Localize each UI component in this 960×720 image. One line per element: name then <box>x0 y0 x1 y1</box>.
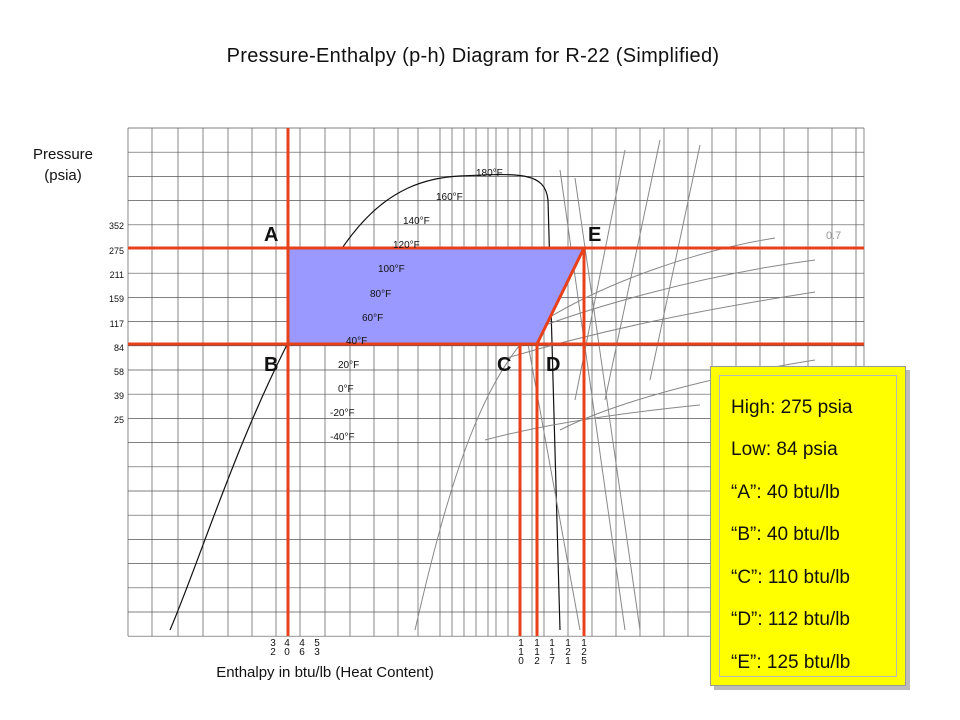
y-tick: 211 <box>109 270 124 280</box>
point-a-label: A <box>264 224 279 246</box>
summary-low-pressure: Low: 84 psia <box>731 439 838 460</box>
x-tick-digit: 5 <box>314 638 320 649</box>
x-tick-digit: 4 <box>299 638 305 649</box>
point-c-label: C <box>497 354 512 376</box>
summary-point-b: “B”: 40 btu/lb <box>731 524 840 545</box>
y-tick: 117 <box>109 319 124 329</box>
x-tick-digit: 1 <box>518 638 524 649</box>
y-tick: 275 <box>108 246 124 256</box>
x-tick-digit: 1 <box>549 638 555 649</box>
x-tick-digit: 5 <box>581 656 587 667</box>
temp-label: 60°F <box>362 313 384 324</box>
point-d-label: D <box>546 354 561 376</box>
x-tick-digit: 2 <box>534 656 540 667</box>
y-tick: 39 <box>113 391 124 401</box>
quality-label: 0.7 <box>826 230 842 242</box>
summary-box: High: 275 psia Low: 84 psia “A”: 40 btu/… <box>710 366 906 686</box>
saturation-dome <box>169 173 561 631</box>
summary-point-c: “C”: 110 btu/lb <box>731 567 850 588</box>
x-tick-digit: 1 <box>581 638 587 649</box>
temp-label: -20°F <box>330 408 355 419</box>
y-tick: 352 <box>108 221 124 231</box>
y-axis-title: Pressure (psia) <box>28 144 98 186</box>
x-tick-digit: 4 <box>284 638 290 649</box>
summary-point-e: “E”: 125 btu/lb <box>731 652 851 673</box>
point-b-label: B <box>264 354 279 376</box>
x-tick-digit: 0 <box>518 656 524 667</box>
temp-label: 120°F <box>393 240 420 251</box>
x-tick-digit: 1 <box>534 638 540 649</box>
x-tick-digit: 1 <box>549 647 555 658</box>
refrigeration-cycle-area <box>287 247 586 345</box>
temp-label: 40°F <box>346 336 368 347</box>
point-e-label: E <box>588 224 602 246</box>
temp-label: 0°F <box>338 384 354 395</box>
x-tick-digit: 3 <box>270 638 276 649</box>
x-axis-title: Enthalpy in btu/lb (Heat Content) <box>216 664 434 681</box>
summary-high-pressure: High: 275 psia <box>731 397 853 418</box>
cycle-reference-lines <box>128 128 864 636</box>
x-tick-digit: 3 <box>314 647 320 658</box>
summary-point-a: “A”: 40 btu/lb <box>731 482 840 503</box>
x-tick-digit: 6 <box>299 647 305 658</box>
temp-label: 80°F <box>370 289 392 300</box>
temp-label: 100°F <box>378 264 405 275</box>
x-tick-digit: 1 <box>565 638 571 649</box>
y-axis-title-line2: (psia) <box>44 167 82 184</box>
x-tick-digit: 7 <box>549 656 555 667</box>
temp-label: -40°F <box>330 432 355 443</box>
temp-label: 20°F <box>338 360 360 371</box>
y-tick: 84 <box>113 343 124 353</box>
temp-label: 180°F <box>476 168 503 179</box>
y-tick: 159 <box>108 294 124 304</box>
y-tick: 58 <box>113 367 124 377</box>
temp-label: 140°F <box>403 216 430 227</box>
diagram-title: Pressure-Enthalpy (p-h) Diagram for R-22… <box>226 45 720 67</box>
x-tick-digit: 0 <box>284 647 290 658</box>
x-tick-digit: 2 <box>581 647 587 658</box>
x-tick-digit: 2 <box>565 647 571 658</box>
x-tick-digit: 1 <box>518 647 524 658</box>
entropy-lines <box>519 139 701 631</box>
x-tick-digit: 1 <box>565 656 571 667</box>
temp-label: 160°F <box>436 192 463 203</box>
x-tick-digit: 2 <box>270 647 276 658</box>
y-tick: 25 <box>113 415 124 425</box>
summary-point-d: “D”: 112 btu/lb <box>731 609 850 630</box>
y-axis-title-line1: Pressure <box>32 146 94 163</box>
x-tick-digit: 1 <box>534 647 540 658</box>
summary-box-border <box>719 375 897 677</box>
